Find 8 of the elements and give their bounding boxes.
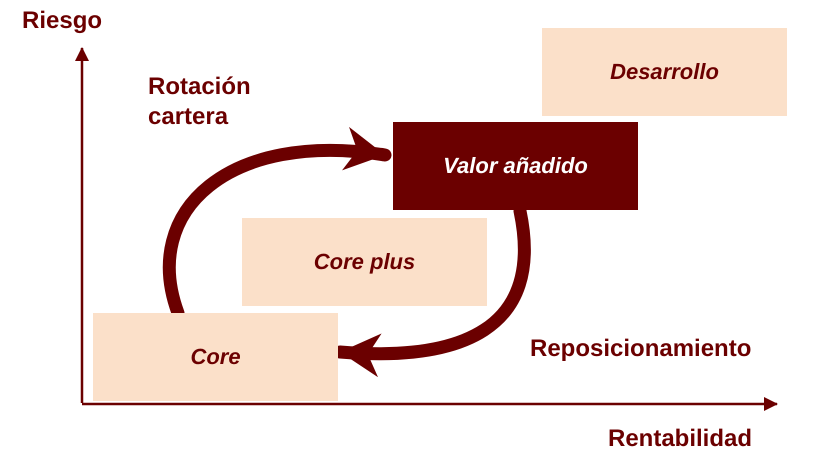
axis-title: Riesgo [22,6,102,36]
axis-title: Rentabilidad [608,424,752,450]
edge-label: Rotación cartera [148,72,252,132]
edge-label: Reposicionamiento [530,334,752,364]
category-box: Valor añadido [393,122,638,210]
category-box: Core [93,313,338,401]
category-box: Core plus [242,218,487,306]
category-box: Desarrollo [542,28,787,116]
